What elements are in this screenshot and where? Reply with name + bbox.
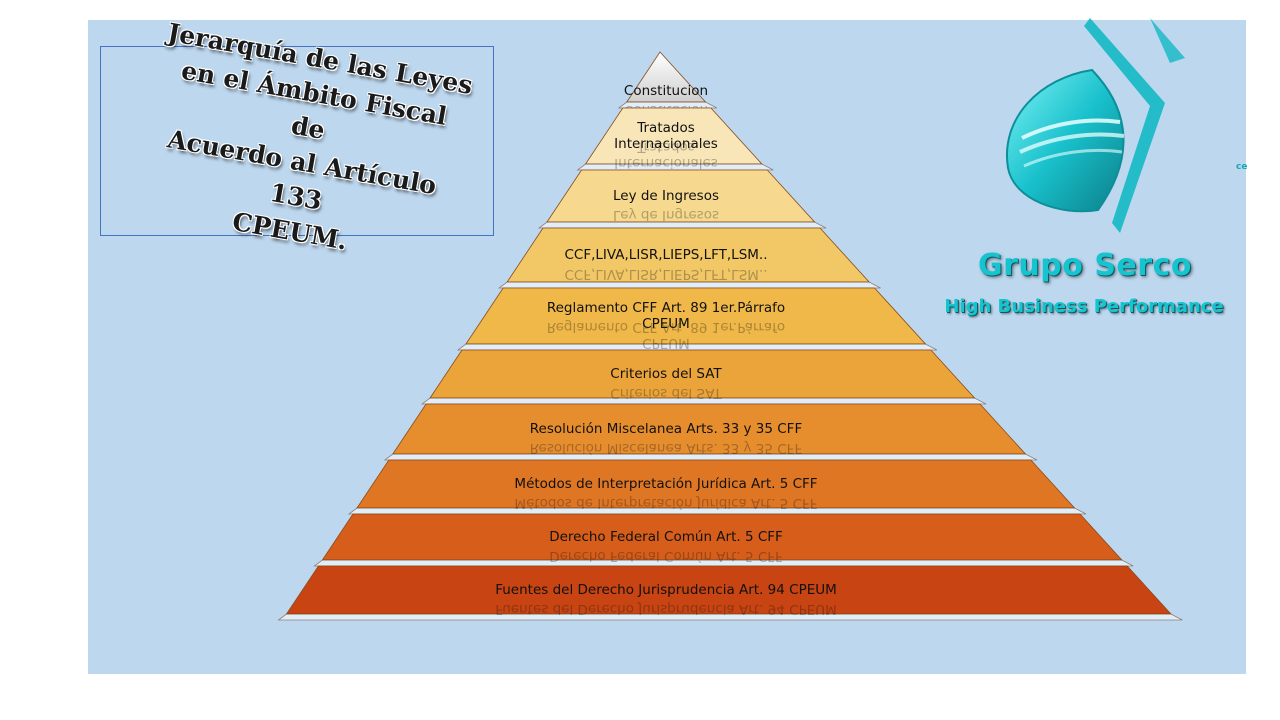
title-box — [100, 46, 494, 236]
tier-label-reflection: CPEUM — [642, 335, 690, 351]
tier-label-reflection: CCF,LIVA,LISR,LIEPS,LFT,LSM.. — [565, 266, 768, 282]
tier-bevel — [347, 507, 1087, 515]
pyramid-tier: Métodos de Interpretación Jurídica Art. … — [347, 459, 1087, 515]
brand-tagline: High Business Performance — [944, 296, 1224, 317]
brand-name: Grupo Serco — [978, 248, 1192, 283]
tier-label-reflection: Reglamento CFF Art. 89 1er.Párrafo — [547, 319, 785, 335]
tier-label-reflection: Ley de Ingresos — [613, 207, 719, 223]
tier-bevel — [313, 559, 1134, 567]
tier-bevel — [420, 397, 987, 405]
pyramid-tier: Criterios del SAT Criterios del SAT — [420, 349, 987, 405]
tier-label: CCF,LIVA,LISR,LIEPS,LFT,LSM.. — [565, 247, 768, 263]
tier-label-reflection: Internacionales — [614, 155, 718, 171]
tier-bevel — [383, 453, 1038, 461]
tier-bevel — [576, 163, 774, 171]
tier-label: Métodos de Interpretación Jurídica Art. … — [514, 476, 817, 492]
pyramid-tier: Resolución Miscelanea Arts. 33 y 35 CFF R… — [383, 403, 1038, 461]
pyramid-tier: Derecho Federal Común Art. 5 CFF Derecho … — [313, 513, 1134, 567]
pyramid-tier: Reglamento CFF Art. 89 1er.PárrafoReglam… — [456, 287, 938, 351]
tier-label-reflection: Resolución Miscelanea Arts. 33 y 35 CFF — [530, 440, 802, 456]
tier-label-reflection: Fuentes del Derecho Jurisprudencia Art. … — [495, 601, 837, 617]
tier-bevel — [456, 343, 938, 351]
tier-label: Reglamento CFF Art. 89 1er.Párrafo — [547, 300, 785, 316]
pyramid-tier: Fuentes del Derecho Jurisprudencia Art. … — [277, 565, 1183, 621]
tier-label: Fuentes del Derecho Jurisprudencia Art. … — [495, 582, 837, 598]
tier-label: Derecho Federal Común Art. 5 CFF — [549, 529, 783, 545]
logo-text-fragment: ce — [1236, 162, 1248, 172]
tier-label-reflection: Tratados — [636, 139, 695, 155]
tier-bevel — [497, 281, 881, 289]
pyramid-tier: CCF,LIVA,LISR,LIEPS,LFT,LSM.. CCF,LIVA,LI… — [497, 227, 881, 289]
grupo-serco-logo-icon — [1005, 18, 1185, 233]
tier-bevel — [277, 613, 1183, 621]
tier-label: Internacionales — [614, 136, 718, 152]
tier-label: Resolución Miscelanea Arts. 33 y 35 CFF — [530, 421, 802, 437]
tier-label: Ley de Ingresos — [613, 188, 719, 204]
tier-label: CPEUM — [642, 316, 690, 332]
tier-label-reflection: Derecho Federal Común Art. 5 CFF — [549, 548, 783, 564]
pyramid-tier: TratadosTratadosInternacionalesInternaci… — [576, 107, 774, 171]
tier-label-reflection: Criterios del SAT — [610, 385, 722, 401]
tier-label: Tratados — [636, 120, 695, 136]
tier-label: Constitucion — [624, 83, 708, 99]
tier-bevel — [537, 221, 827, 229]
tier-label: Criterios del SAT — [610, 366, 722, 382]
tier-bevel — [617, 101, 718, 109]
tier-label-reflection: Métodos de Interpretación Jurídica Art. … — [514, 495, 817, 511]
